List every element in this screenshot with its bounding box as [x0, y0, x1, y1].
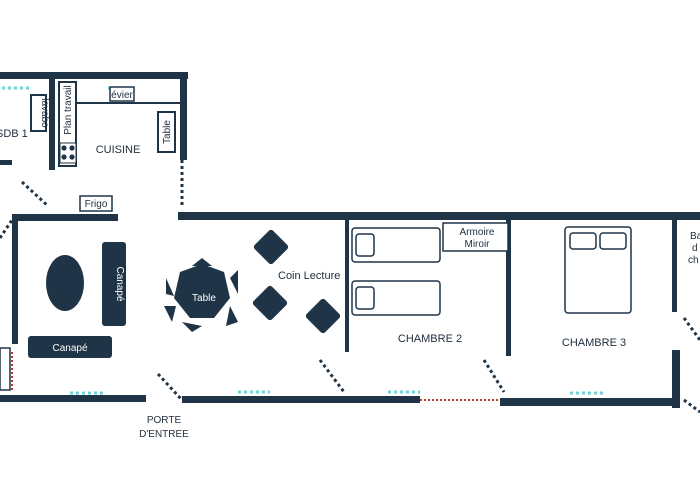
- sdb1-label: SDB 1: [0, 128, 28, 140]
- wall-bottom-1: [0, 395, 146, 402]
- lavabo-outline: [30, 94, 47, 132]
- coin-lecture-label: Coin Lecture: [278, 270, 340, 282]
- entrance-label-line1: PORTE: [147, 415, 182, 426]
- cuisine-label: CUISINE: [96, 144, 141, 156]
- bain-label-1: Ba: [690, 231, 700, 242]
- cooktop-icon: [59, 142, 77, 164]
- left-wall-item: [0, 347, 11, 391]
- walls: [0, 72, 700, 408]
- wall-ch2-left: [345, 220, 349, 352]
- lavabo-label: lavabo: [39, 98, 50, 128]
- door-ch2: [318, 359, 346, 393]
- wall-bain-bottom-seg: [672, 350, 680, 408]
- kitchen-table-label: Table: [162, 120, 173, 144]
- wall-bottom-2: [182, 396, 420, 403]
- coffee-table-oval: [46, 255, 84, 311]
- evier-label: évier: [111, 90, 133, 101]
- wall-bedrooms-top: [178, 212, 700, 220]
- bain-label-3: ch: [688, 255, 699, 266]
- beds-chambre2: [351, 227, 441, 316]
- armchair-1: [253, 229, 289, 265]
- double-pillow-1: [569, 232, 597, 250]
- dining-table-label: Table: [192, 293, 216, 304]
- plan-travail-label: Plan travail: [63, 85, 74, 134]
- canape-vertical: [102, 242, 126, 326]
- chambre3-label: CHAMBRE 3: [562, 337, 626, 349]
- wall-living-left: [12, 214, 18, 344]
- canape-vertical-label: Canapé: [114, 266, 125, 301]
- wall-sdb-kitchen: [49, 72, 55, 170]
- red-thresholds: [11, 352, 500, 401]
- door-sdb: [20, 180, 50, 208]
- pillow-1: [355, 233, 375, 257]
- canape-horizontal: [28, 336, 112, 358]
- armoire-outline: [442, 222, 509, 252]
- wall-sdb-left: [0, 160, 12, 165]
- wall-bottom-3: [500, 398, 680, 406]
- wall-frigo: [14, 214, 118, 221]
- armoire-label-line1: Armoire: [459, 227, 494, 238]
- wall-top-left: [0, 72, 188, 79]
- armchair-2: [252, 285, 288, 321]
- door-ch3: [482, 359, 506, 393]
- frigo-outline: [79, 195, 113, 212]
- door-bain: [682, 317, 700, 341]
- armchairs: [252, 229, 341, 334]
- evier-outline: [109, 86, 135, 102]
- double-pillow-2: [599, 232, 627, 250]
- chambre2-label: CHAMBRE 2: [398, 333, 462, 345]
- entrance-label-line2: D'ENTREE: [139, 429, 189, 440]
- doors: [0, 160, 700, 414]
- door-entrance: [156, 372, 184, 402]
- wall-kitchen-right: [180, 72, 187, 160]
- door-living-left: [0, 219, 14, 239]
- armchair-3: [305, 298, 341, 334]
- canape-horizontal-label: Canapé: [52, 343, 87, 354]
- armoire-label-line2: Miroir: [465, 239, 491, 250]
- pillow-2: [355, 286, 375, 310]
- wall-ch3-bain: [672, 220, 677, 312]
- bain-label-2: d: [692, 243, 698, 254]
- frigo-label: Frigo: [85, 199, 108, 210]
- bed-chambre3: [564, 226, 632, 314]
- door-bain-bottom: [683, 398, 700, 414]
- dining-table: [164, 258, 238, 332]
- wall-ch2-ch3: [506, 220, 511, 356]
- kitchen-table-outline: [157, 111, 176, 153]
